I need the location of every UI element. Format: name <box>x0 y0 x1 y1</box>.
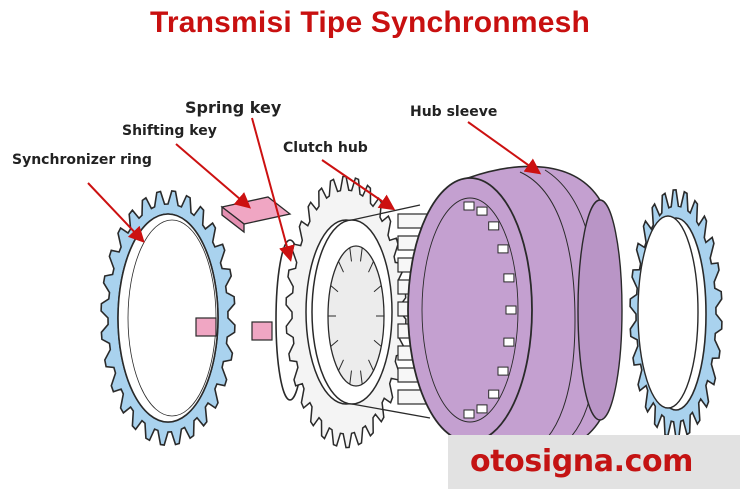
sleeve-tooth <box>505 305 517 315</box>
sleeve-tooth <box>503 273 515 283</box>
arrow-synchronizer-ring <box>87 182 145 243</box>
hub-spline <box>368 359 374 371</box>
leader-arrows <box>87 117 542 262</box>
label-clutch-hub: Clutch hub <box>283 140 368 156</box>
hub-spline <box>349 247 352 262</box>
sleeve-tooth <box>503 337 515 347</box>
sleeve-tooth <box>497 244 509 254</box>
hub-spline <box>330 339 339 347</box>
hub-spline <box>338 261 344 273</box>
watermark-text: otosigna.com <box>470 444 694 479</box>
label-spring-key: Spring key <box>185 98 282 117</box>
hub-spline <box>360 247 363 262</box>
watermark-box: otosigna.com <box>448 435 740 489</box>
hub-spline <box>349 370 352 385</box>
hub-sleeve <box>407 165 623 456</box>
sleeve-tooth <box>497 366 509 376</box>
label-shifting-key: Shifting key <box>122 123 217 139</box>
sleeve-tooth <box>463 201 475 211</box>
hub-spline <box>360 370 363 385</box>
arrow-shifting-key <box>175 143 252 209</box>
sleeve-tooth <box>476 206 488 216</box>
sleeve-tooth <box>488 221 500 231</box>
arrow-clutch-hub <box>321 159 396 211</box>
hub-spline <box>330 285 339 293</box>
hub-spline <box>373 339 382 347</box>
synchronizer-ring-right <box>629 188 723 440</box>
hub-spline <box>368 261 374 273</box>
sleeve-tooth <box>488 389 500 399</box>
label-synchronizer-ring: Synchronizer ring <box>12 152 152 168</box>
arrow-hub-sleeve <box>467 121 542 175</box>
sleeve-tooth <box>463 409 475 419</box>
hub-spline <box>373 285 382 293</box>
label-hub-sleeve: Hub sleeve <box>410 104 498 120</box>
sleeve-tooth <box>476 404 488 414</box>
arrow-spring-key <box>251 117 295 262</box>
diagram-title: Transmisi Tipe Synchronmesh <box>150 6 590 39</box>
hub-spline <box>338 359 344 371</box>
